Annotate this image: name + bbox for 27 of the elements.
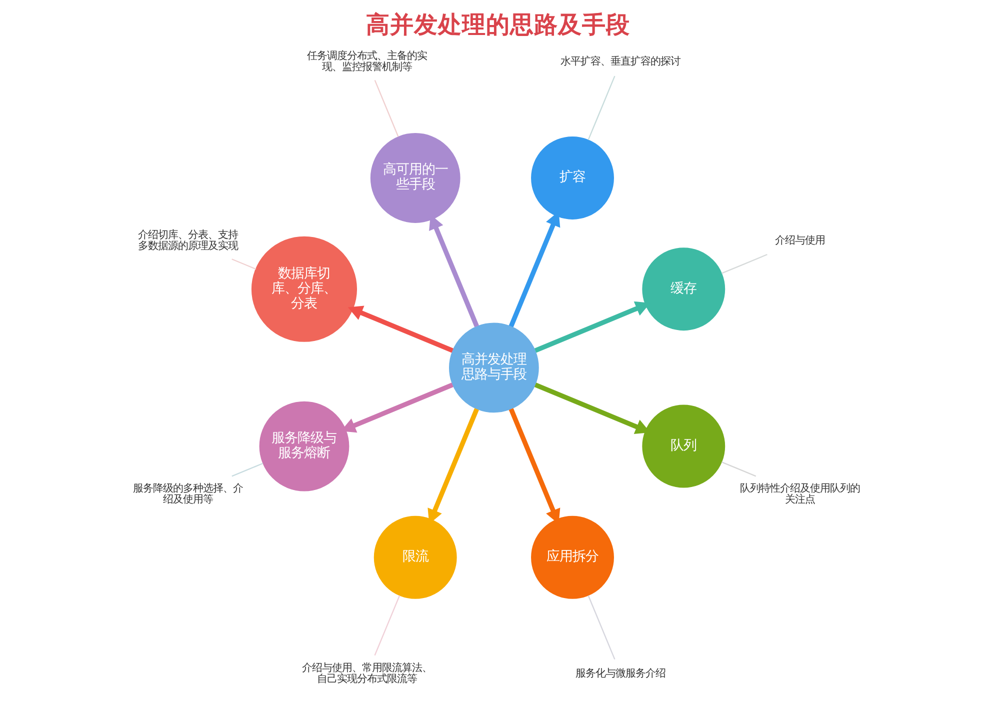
node-text: 介绍切库、分表、支持多数据源的原理及实现 xyxy=(138,229,238,252)
connector xyxy=(588,595,616,660)
node-circle: 高可用的一些手段 xyxy=(370,133,460,223)
node-text: 服务化与微服务介绍 xyxy=(576,667,666,680)
node-circle: 缓存 xyxy=(642,248,726,331)
connector xyxy=(588,76,616,140)
node-text: 任务调度分布式、主备的实现、监控报警机制等 xyxy=(307,50,428,73)
diagram-title: 高并发处理的思路及手段 xyxy=(366,10,630,38)
node-circle: 扩容 xyxy=(531,136,614,220)
connector xyxy=(721,254,768,274)
node-text: 介绍与使用 xyxy=(774,234,825,247)
node-text: 服务降级的多种选择、介绍及使用等 xyxy=(132,482,243,506)
node-circle: 应用拆分 xyxy=(531,516,614,599)
connector xyxy=(232,462,264,477)
node-text: 队列特性介绍及使用队列的关注点 xyxy=(740,482,860,506)
node-circle: 限流 xyxy=(374,516,457,599)
node-text: 水平扩容、垂直扩容的探讨 xyxy=(560,55,681,68)
connector xyxy=(232,258,256,270)
node-circle: 高并发处理思路与手段 xyxy=(448,322,539,413)
node-text: 介绍与使用、常用限流算法、自己实现分布式限流等 xyxy=(302,662,432,685)
node-circle: 服务降级与服务熔断 xyxy=(259,401,350,492)
arrow xyxy=(348,306,454,353)
connector xyxy=(374,595,400,656)
connector xyxy=(721,462,756,477)
node-circle: 队列 xyxy=(642,404,726,488)
connector xyxy=(374,80,399,137)
node-circle: 数据库切库、分库、分表 xyxy=(251,236,358,342)
